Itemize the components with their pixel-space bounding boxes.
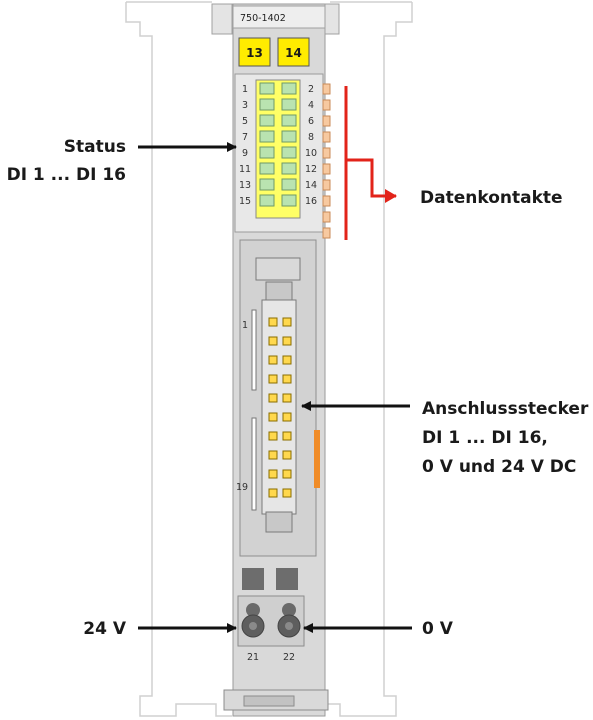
connector-pin <box>268 336 278 346</box>
square-indicator-right <box>276 568 298 590</box>
connector-pin <box>268 374 278 384</box>
connector-pin <box>282 355 292 365</box>
terminal-label-22: 22 <box>283 652 295 663</box>
din-rail-outline <box>125 1 413 717</box>
status-led <box>281 98 297 111</box>
data-contact <box>322 211 331 223</box>
terminal-release-22 <box>282 603 296 617</box>
led-number: 11 <box>239 164 251 175</box>
connector-pin <box>268 412 278 422</box>
v24-label: 24 V <box>83 619 127 639</box>
data-contact <box>322 99 331 111</box>
led-number: 8 <box>308 132 314 143</box>
data-contact <box>322 115 331 127</box>
anschluss-label-line1: Anschlussstecker <box>422 399 589 419</box>
orange-marker-stripe <box>314 430 320 488</box>
connector-pin <box>268 469 278 479</box>
connector-pin <box>268 431 278 441</box>
connector-pin <box>268 317 278 327</box>
connector-pin <box>282 393 292 403</box>
status-led <box>259 146 275 159</box>
led-numbers-left: 1 3 5 7 9 11 13 15 <box>239 84 251 207</box>
led-number: 13 <box>239 180 251 191</box>
status-led <box>281 162 297 175</box>
led-number: 9 <box>242 148 248 159</box>
status-led <box>259 194 275 207</box>
box-14 <box>277 37 310 67</box>
square-indicator-left <box>242 568 264 590</box>
connector-pins <box>268 317 292 498</box>
box-14-label: 14 <box>285 46 302 60</box>
led-number: 6 <box>308 116 314 127</box>
terminal-area <box>237 595 305 647</box>
led-number: 3 <box>242 100 248 111</box>
status-led <box>281 146 297 159</box>
connector-pin <box>268 355 278 365</box>
connector-pin <box>282 374 292 384</box>
connector-number-top: 1 <box>242 320 248 331</box>
connector-pin <box>282 488 292 498</box>
connector-pin <box>282 412 292 422</box>
model-number: 750-1402 <box>240 13 286 24</box>
datenkontakte-label: Datenkontakte <box>420 188 563 208</box>
anschluss-label-line2: DI 1 ... DI 16, <box>422 428 548 448</box>
data-contact <box>322 227 331 239</box>
connector-pin <box>268 450 278 460</box>
connector-pin <box>282 469 292 479</box>
led-number: 1 <box>242 84 248 95</box>
status-led <box>259 130 275 143</box>
connector-pin <box>282 431 292 441</box>
connector-latch <box>251 309 257 391</box>
status-led <box>259 162 275 175</box>
data-contact <box>322 131 331 143</box>
status-led <box>281 178 297 191</box>
data-contact <box>322 83 331 95</box>
connector-latch <box>251 417 257 511</box>
terminal-release-21 <box>246 603 260 617</box>
connector-pin <box>282 336 292 346</box>
status-label-line2: DI 1 ... DI 16 <box>7 165 126 185</box>
led-number: 12 <box>305 164 317 175</box>
data-contact <box>322 163 331 175</box>
data-contact <box>322 179 331 191</box>
led-number: 15 <box>239 196 251 207</box>
box-13-label: 13 <box>246 46 263 60</box>
connector-pin <box>282 317 292 327</box>
led-number: 16 <box>305 196 317 207</box>
connector-housing <box>239 239 317 557</box>
status-led <box>281 194 297 207</box>
led-number: 10 <box>305 148 317 159</box>
data-contact <box>322 195 331 207</box>
led-grid <box>259 82 297 207</box>
box-13 <box>238 37 271 67</box>
connector-pin <box>268 393 278 403</box>
data-contacts <box>322 83 331 239</box>
anschluss-label-line3: 0 V und 24 V DC <box>422 457 576 477</box>
led-numbers-right: 2 4 6 8 10 12 14 16 <box>305 84 317 207</box>
status-led <box>259 178 275 191</box>
status-led <box>259 98 275 111</box>
connector-number-bottom: 19 <box>236 482 248 493</box>
led-number: 4 <box>308 100 314 111</box>
led-number: 14 <box>305 180 317 191</box>
connector-pin <box>268 488 278 498</box>
connector-pin <box>282 450 292 460</box>
terminal-label-21: 21 <box>247 652 259 663</box>
status-led <box>281 114 297 127</box>
status-led <box>259 114 275 127</box>
led-number: 5 <box>242 116 248 127</box>
status-led <box>281 82 297 95</box>
status-led <box>259 82 275 95</box>
datenkontakte-bracket <box>344 86 397 240</box>
led-number: 2 <box>308 84 314 95</box>
status-label-line1: Status <box>64 137 126 157</box>
status-led <box>281 130 297 143</box>
data-contact <box>322 147 331 159</box>
v0-label: 0 V <box>422 619 454 639</box>
led-number: 7 <box>242 132 248 143</box>
channel-boxes: 13 14 <box>238 37 310 67</box>
